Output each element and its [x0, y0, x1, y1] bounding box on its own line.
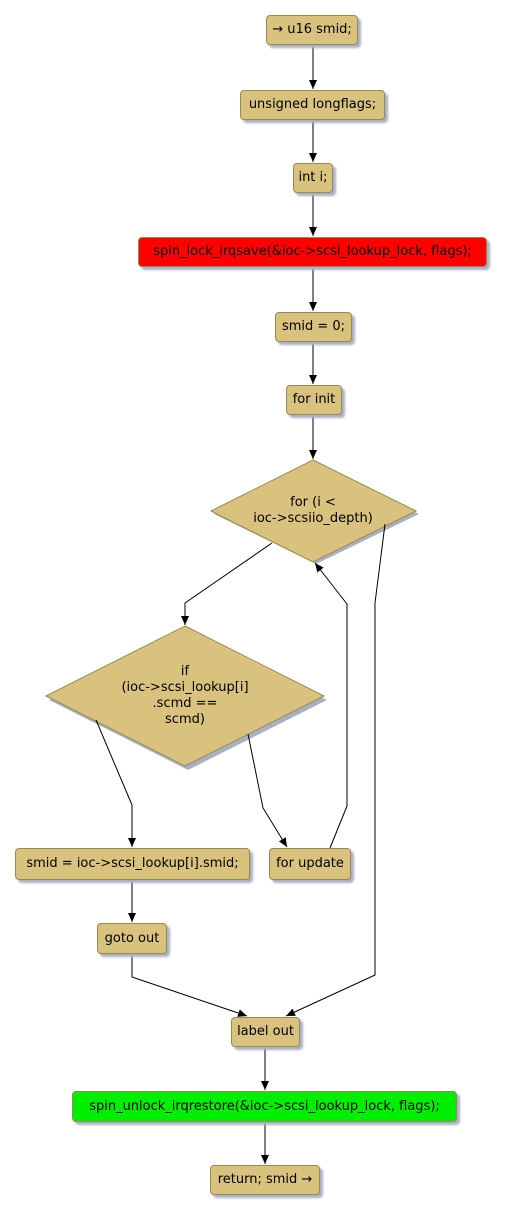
node-goto-out: goto out [97, 923, 167, 954]
decision-if-scmd [44, 625, 326, 767]
decision-loop-label: for (i < ioc->scsiio_depth) [253, 495, 373, 526]
edge-loop-true-to-if [181, 542, 273, 625]
node-spin-lock: spin_lock_irqsave(&ioc->scsi_lookup_lock… [138, 237, 487, 267]
edge-goto-to-label [131, 954, 248, 1017]
edge-loop-false-to-label [285, 523, 386, 1017]
node-return-smid: return; smid → [210, 1165, 320, 1195]
decision-loop-condition [209, 459, 418, 563]
decision-if-label: if (ioc->scsi_lookup[i] .scmd == scmd) [121, 664, 249, 727]
node-declare-i: int i; [293, 163, 333, 193]
node-declare-flags: unsigned longflags; [240, 90, 385, 120]
node-smid-zero: smid = 0; [275, 312, 352, 342]
node-for-update: for update [269, 848, 351, 880]
node-assign-smid: smid = ioc->scsi_lookup[i].smid; [15, 848, 250, 880]
edge-if-true-to-assign [95, 719, 136, 847]
node-spin-unlock: spin_unlock_irqrestore(&ioc->scsi_lookup… [72, 1091, 457, 1122]
edge-update-to-loop [314, 562, 348, 849]
node-for-init: for init [286, 385, 342, 415]
node-label-out: label out [231, 1017, 300, 1047]
edge-if-false-to-update [247, 733, 288, 848]
node-declare-smid: → u16 smid; [266, 15, 358, 45]
